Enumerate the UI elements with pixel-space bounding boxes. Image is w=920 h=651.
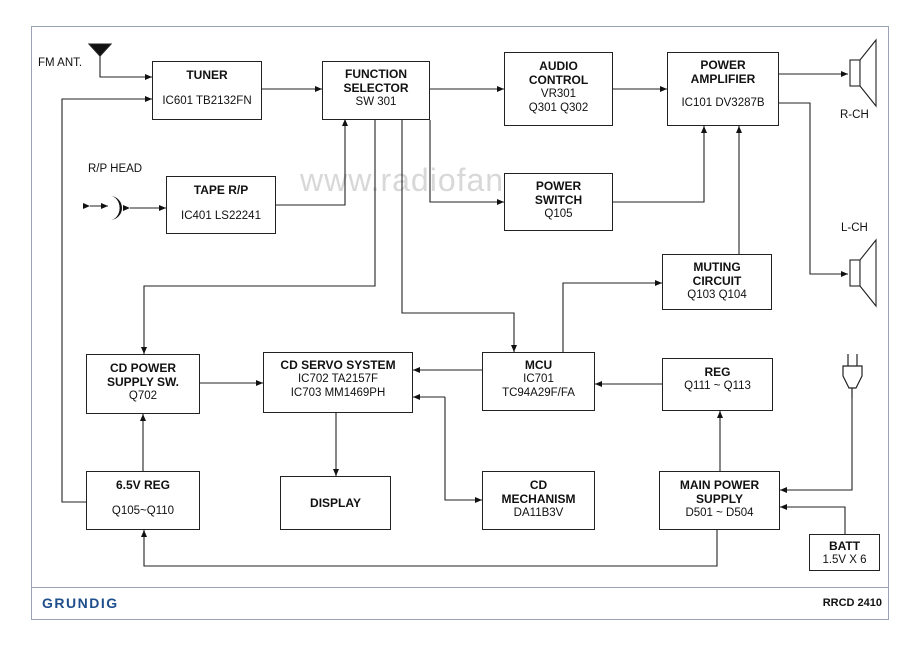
- cd-power-supply-sw-block: CD POWER SUPPLY SW. Q702: [86, 354, 200, 414]
- block-detail: Q702: [128, 390, 158, 402]
- cd-servo-system-block: CD SERVO SYSTEM IC702 TA2157F IC703 MM14…: [263, 352, 413, 413]
- block-title: MAIN POWER: [679, 478, 760, 492]
- cd-mechanism-block: CD MECHANISM DA11B3V: [482, 471, 595, 530]
- speaker-r-icon: [849, 38, 877, 108]
- block-title: AUDIO: [539, 59, 578, 73]
- battery-block: BATT 1.5V X 6: [809, 534, 880, 571]
- block-title: TAPE R/P: [193, 183, 249, 197]
- block-detail-2: TC94A29F/FA: [502, 387, 575, 399]
- block-detail: D501 ~ D504: [685, 507, 754, 519]
- block-detail: Q105~Q110: [111, 505, 175, 517]
- block-title: 6.5V REG: [115, 478, 171, 492]
- block-title-2: SUPPLY: [696, 492, 743, 506]
- power-amplifier-block: POWER AMPLIFIER IC101 DV3287B: [667, 52, 779, 126]
- muting-circuit-block: MUTING CIRCUIT Q103 Q104: [662, 254, 772, 310]
- display-block: DISPLAY: [280, 476, 391, 530]
- block-title: POWER: [700, 58, 746, 72]
- block-detail: Q105: [544, 208, 573, 220]
- block-title: POWER: [535, 179, 582, 193]
- mcu-block: MCU IC701 TC94A29F/FA: [482, 352, 595, 411]
- model-number: RRCD 2410: [822, 597, 882, 609]
- block-title-2: SUPPLY SW.: [106, 375, 180, 389]
- block-detail: IC401 LS22241: [181, 210, 261, 222]
- block-title: CD: [529, 478, 548, 492]
- block-title: MCU: [524, 358, 553, 372]
- reg-6v5-block: 6.5V REG Q105~Q110: [86, 471, 200, 530]
- block-title-2: MECHANISM: [501, 492, 576, 506]
- main-power-supply-block: MAIN POWER SUPPLY D501 ~ D504: [659, 471, 780, 530]
- function-selector-block: FUNCTION SELECTOR SW 301: [322, 61, 430, 120]
- fm-antenna-label: FM ANT.: [38, 57, 83, 69]
- tape-rp-block: TAPE R/P IC401 LS22241: [166, 176, 276, 234]
- l-ch-label: L-CH: [841, 222, 868, 234]
- block-detail-2: IC703 MM1469PH: [290, 387, 386, 399]
- block-title-2: AMPLIFIER: [690, 72, 756, 86]
- block-title: FUNCTION: [345, 67, 407, 81]
- footer-divider: [31, 587, 889, 588]
- block-detail: Q103 Q104: [687, 289, 747, 301]
- block-title-2: CIRCUIT: [692, 274, 742, 288]
- block-detail-2: Q301 Q302: [528, 102, 589, 114]
- power-switch-block: POWER SWITCH Q105: [504, 173, 613, 231]
- block-detail: 1.5V X 6: [822, 554, 867, 566]
- block-detail: IC101 DV3287B: [681, 97, 765, 109]
- antenna-icon: [87, 43, 113, 57]
- tuner-block: TUNER IC601 TB2132FN: [152, 61, 262, 120]
- block-title-2: SWITCH: [534, 193, 583, 207]
- block-title: TUNER: [186, 68, 228, 82]
- block-detail: IC701: [523, 373, 554, 385]
- audio-control-block: AUDIO CONTROL VR301 Q301 Q302: [504, 52, 613, 126]
- tape-head-icon: [110, 196, 122, 220]
- reg-block: REG Q111 ~ Q113: [662, 358, 773, 411]
- block-detail: Q111 ~ Q113: [684, 380, 751, 392]
- block-title-2: CONTROL: [528, 73, 589, 87]
- block-title: BATT: [828, 539, 861, 553]
- block-title: CD SERVO SYSTEM: [280, 358, 396, 372]
- block-title: REG: [704, 365, 731, 379]
- block-title-2: SELECTOR: [343, 81, 409, 95]
- brand-logo: GRUNDIG: [42, 595, 119, 611]
- block-title: DISPLAY: [310, 496, 361, 510]
- rp-head-label: R/P HEAD: [88, 163, 143, 175]
- block-detail: DA11B3V: [513, 507, 564, 519]
- speaker-l-icon: [849, 238, 877, 308]
- block-detail: IC601 TB2132FN: [162, 95, 252, 107]
- block-detail: IC702 TA2157F: [297, 373, 379, 385]
- block-detail: VR301: [540, 88, 577, 100]
- block-title: CD POWER: [110, 361, 176, 375]
- ac-plug-icon: [842, 354, 863, 398]
- block-detail: SW 301: [355, 96, 397, 108]
- r-ch-label: R-CH: [840, 109, 869, 121]
- diagram-frame: [31, 26, 889, 620]
- block-title: MUTING: [693, 260, 741, 274]
